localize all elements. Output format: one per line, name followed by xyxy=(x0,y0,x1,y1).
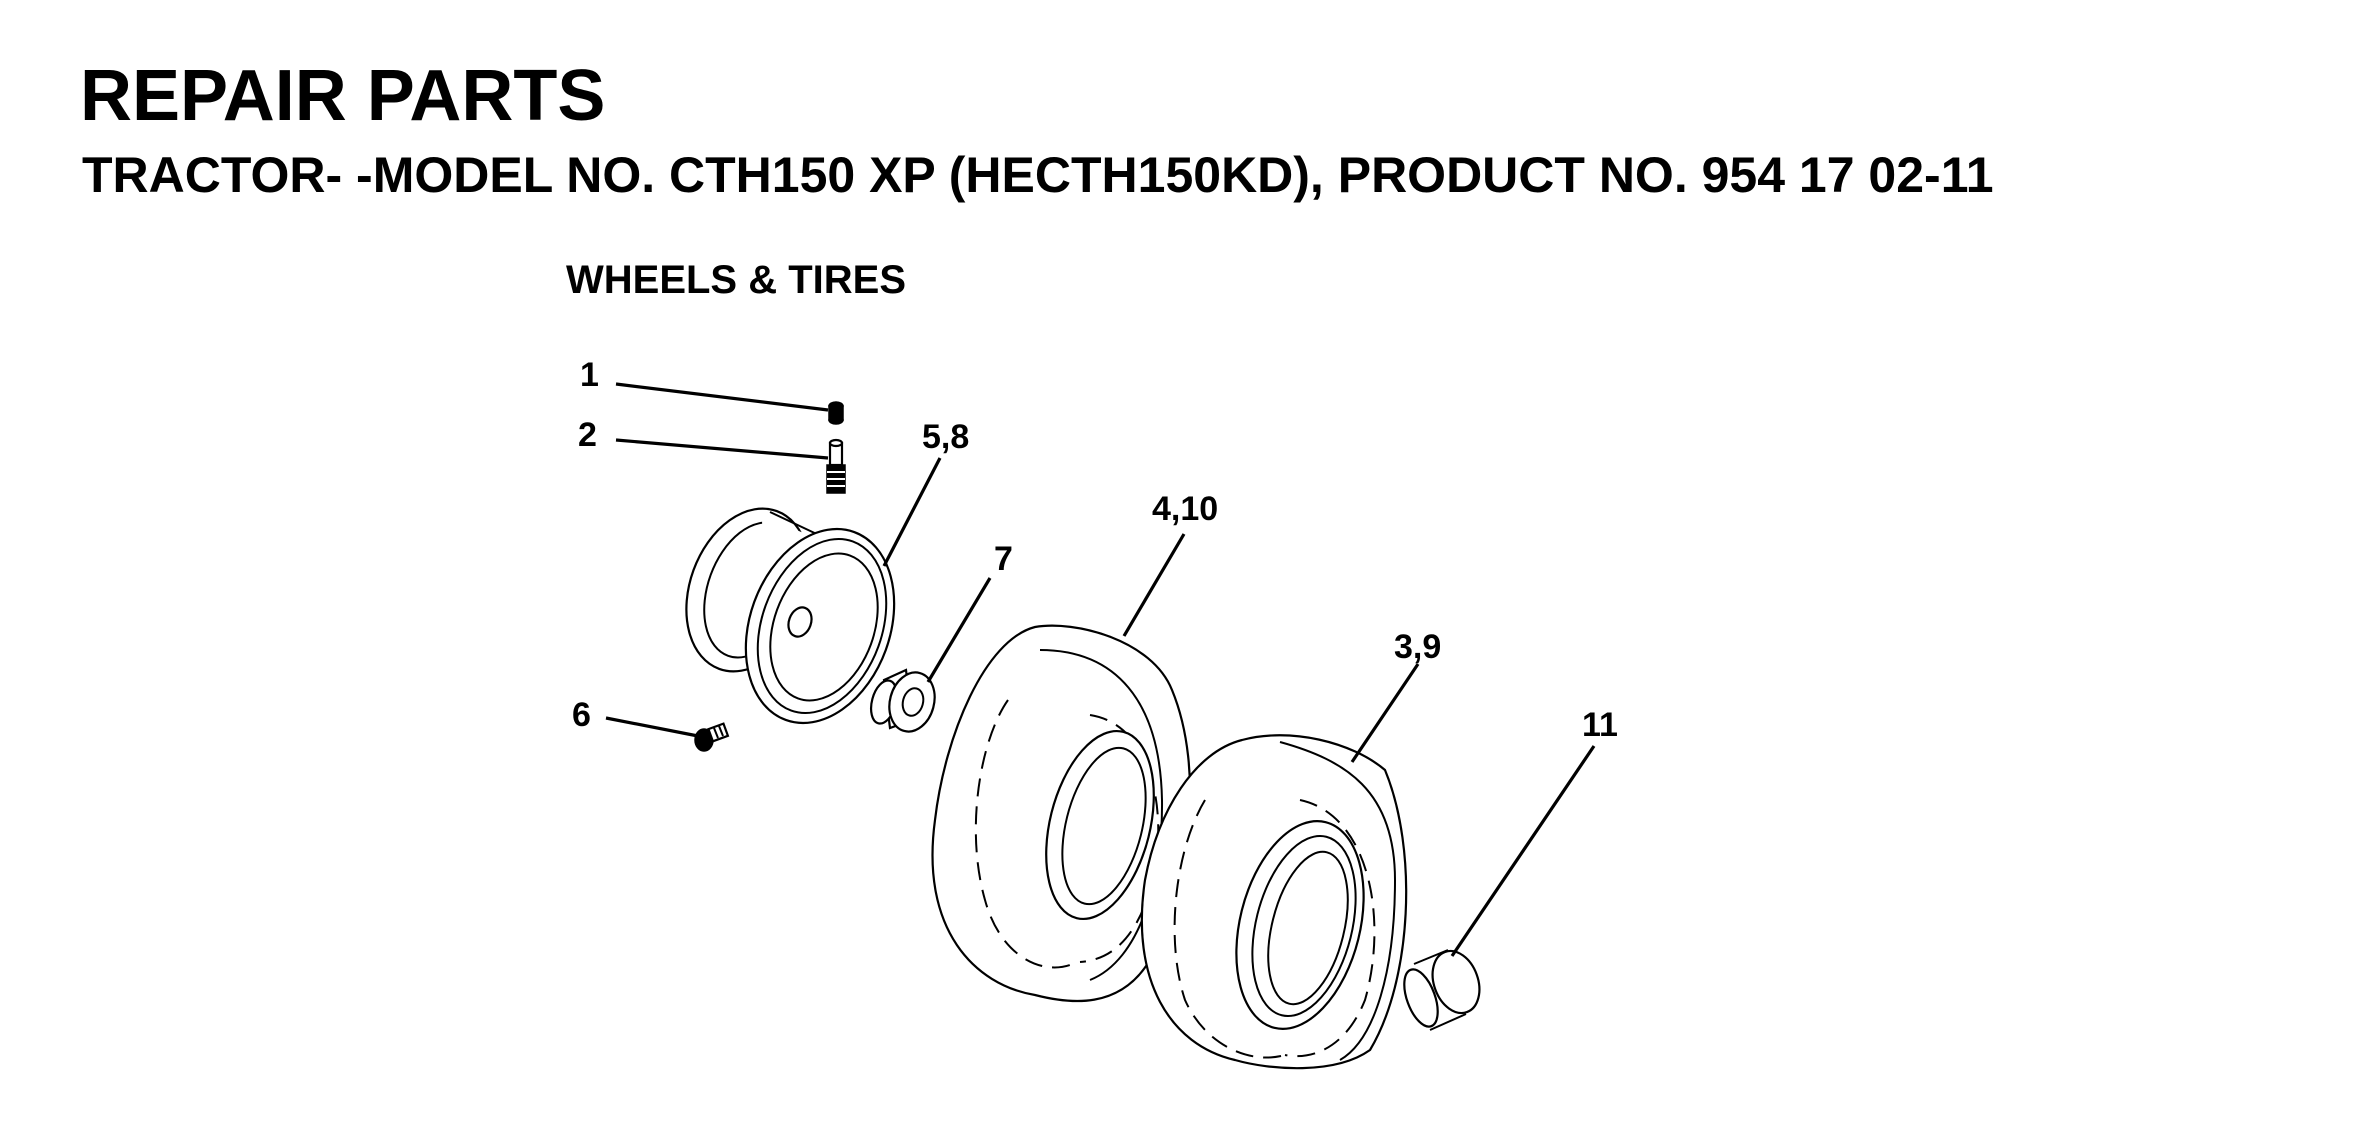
part-lug-bolt xyxy=(694,722,730,752)
leader-line-7 xyxy=(926,577,992,683)
callout-11: 11 xyxy=(1582,706,1618,744)
page-title: REPAIR PARTS xyxy=(80,56,606,136)
model-subtitle: TRACTOR- -MODEL NO. CTH150 XP (HECTH150K… xyxy=(82,147,1994,203)
part-bushing xyxy=(869,668,936,733)
callout-2: 2 xyxy=(578,416,597,454)
callout-3-9: 3,9 xyxy=(1394,628,1441,666)
leader-line-5-8 xyxy=(882,457,942,567)
leader-line-4-10 xyxy=(1122,533,1186,637)
part-valve-cap xyxy=(828,401,844,425)
part-hub-cap xyxy=(1403,949,1481,1031)
part-valve-stem xyxy=(826,438,846,494)
callout-1: 1 xyxy=(580,356,599,394)
leader-line-11 xyxy=(1450,745,1596,957)
callout-5-8: 5,8 xyxy=(922,418,969,456)
part-wheel-rim xyxy=(685,507,896,725)
callout-7: 7 xyxy=(994,540,1013,578)
leader-line-1 xyxy=(615,382,829,412)
section-heading: WHEELS & TIRES xyxy=(566,258,907,302)
leader-line-6 xyxy=(605,716,699,738)
part-rear-tire xyxy=(1140,734,1408,1070)
callout-4-10: 4,10 xyxy=(1152,490,1218,528)
callout-6: 6 xyxy=(572,696,591,734)
leader-line-2 xyxy=(615,438,829,460)
leader-line-3-9 xyxy=(1350,663,1420,763)
